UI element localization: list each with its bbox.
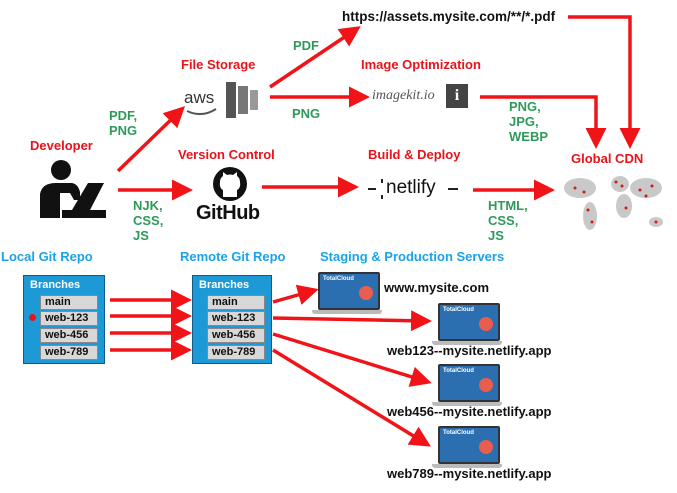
remote-branches-title: Branches <box>199 279 250 291</box>
netlify-mark-icon <box>368 179 458 199</box>
local-branch-web789: web-789 <box>40 345 98 360</box>
local-branch-web456: web-456 <box>40 328 98 343</box>
laptop-base <box>432 341 502 345</box>
netlify-wordmark: netlify <box>386 177 436 198</box>
version-control-heading: Version Control <box>178 147 275 162</box>
github-octocat-icon <box>213 167 247 201</box>
remote-branch-web456: web-456 <box>207 328 265 343</box>
arrow-storage-to-url <box>269 26 361 89</box>
image-optimization-heading: Image Optimization <box>361 57 481 72</box>
netlify-logo: netlify <box>364 176 464 202</box>
laptop-server-www: TotalCloud <box>312 272 382 314</box>
remote-branch-web789: web-789 <box>207 345 265 360</box>
flow-label-html-css-js: HTML,CSS,JS <box>488 198 528 243</box>
laptop-server-web789: TotalCloud <box>432 426 502 468</box>
server-label-web456: web456--mysite.netlify.app <box>387 404 552 419</box>
local-repo-box: Branches main web-123 web-456 web-789 <box>23 275 105 364</box>
remote-repo-box: Branches main web-123 web-456 web-789 <box>192 275 272 364</box>
arrow-deploy-web456 <box>272 332 432 387</box>
staging-production-heading: Staging & Production Servers <box>320 249 505 264</box>
laptop-screen: TotalCloud <box>318 272 380 310</box>
global-cdn-heading: Global CDN <box>571 151 644 166</box>
server-label-www: www.mysite.com <box>384 280 489 295</box>
flow-label-pdf-png: PDF,PNG <box>109 108 138 138</box>
arrow-deploy-web789 <box>272 348 431 447</box>
local-branches-title: Branches <box>30 279 81 291</box>
imagekit-wordmark: imagekit.io <box>372 88 435 103</box>
imagekit-logo: imagekit.io i <box>372 84 472 110</box>
flow-label-njk-css-js: NJK,CSS,JS <box>133 198 164 243</box>
laptop-server-web123: TotalCloud <box>432 303 502 345</box>
current-branch-dot <box>29 314 36 321</box>
laptop-screen-text: TotalCloud <box>443 368 474 374</box>
laptop-base <box>312 310 382 314</box>
build-deploy-heading: Build & Deploy <box>368 147 461 162</box>
local-branch-main: main <box>40 295 98 310</box>
arrow-deploy-web123 <box>272 310 432 332</box>
arrow-url-to-cdn <box>568 15 641 149</box>
aws-wordmark: aws <box>184 88 215 107</box>
remote-git-repo-heading: Remote Git Repo <box>180 249 286 264</box>
github-logo: GitHub <box>196 166 266 224</box>
aws-storage-icon <box>186 82 258 118</box>
laptop-base <box>432 402 502 406</box>
flow-label-png-jpg-webp: PNG,JPG,WEBP <box>509 99 548 144</box>
github-wordmark: GitHub <box>196 202 260 224</box>
developer-heading: Developer <box>30 138 93 153</box>
remote-branch-main: main <box>207 295 265 310</box>
arrow-imagekit-to-cdn <box>480 95 607 149</box>
file-storage-heading: File Storage <box>181 57 256 72</box>
assets-url-label: https://assets.mysite.com/**/*.pdf <box>342 9 556 24</box>
laptop-server-web456: TotalCloud <box>432 364 502 406</box>
imagekit-mark-icon: i <box>446 84 468 108</box>
remote-branch-web123: web-123 <box>207 311 265 326</box>
arrow-deploy-main <box>272 284 319 305</box>
flow-label-pdf: PDF <box>293 38 319 53</box>
laptop-screen: TotalCloud <box>438 364 500 402</box>
server-label-web123: web123--mysite.netlify.app <box>387 343 552 358</box>
laptop-screen-text: TotalCloud <box>443 430 474 436</box>
laptop-base <box>432 464 502 468</box>
arrow-developer-to-storage <box>116 106 186 173</box>
server-label-web789: web789--mysite.netlify.app <box>387 466 552 481</box>
laptop-screen: TotalCloud <box>438 303 500 341</box>
aws-logo: aws <box>184 78 268 122</box>
flow-label-png: PNG <box>292 106 321 121</box>
laptop-screen-text: TotalCloud <box>443 307 474 313</box>
local-branch-web123: web-123 <box>40 311 98 326</box>
laptop-screen: TotalCloud <box>438 426 500 464</box>
local-git-repo-heading: Local Git Repo <box>1 249 93 264</box>
laptop-screen-text: TotalCloud <box>323 276 354 282</box>
